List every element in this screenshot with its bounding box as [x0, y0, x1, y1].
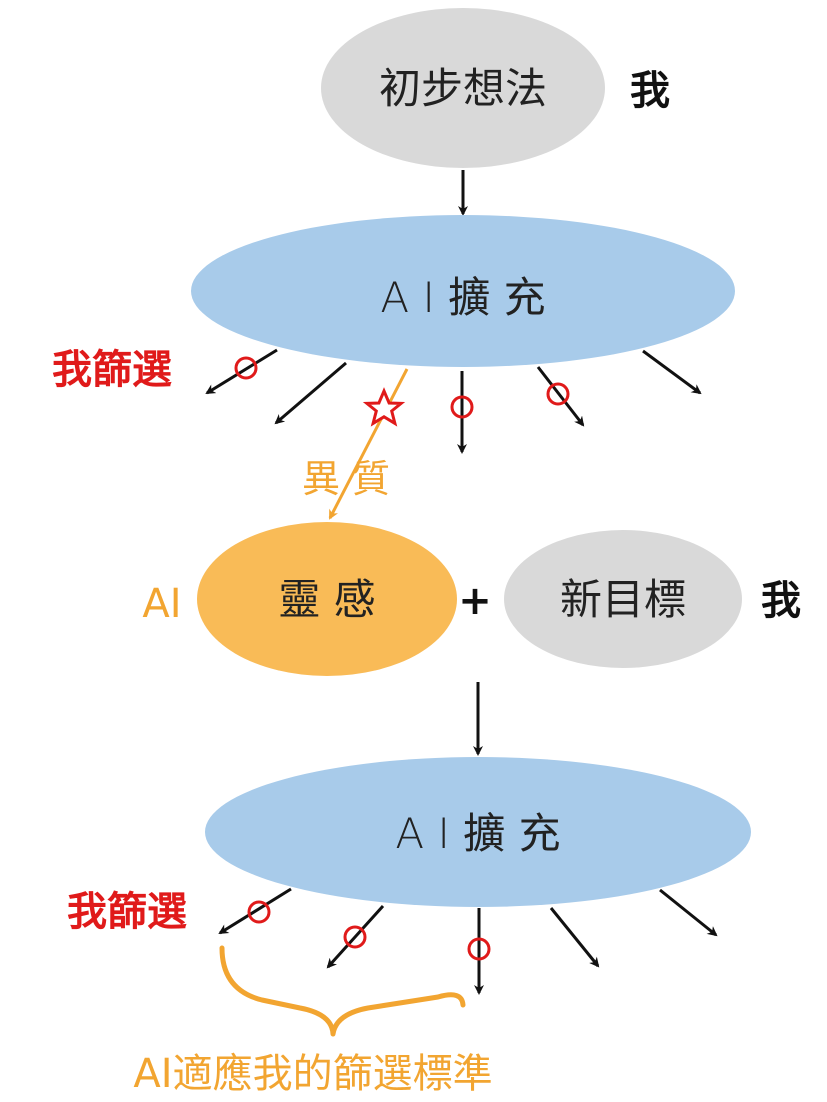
ai-expand-label-1: A I 擴 充: [380, 273, 545, 322]
circle-icon: [234, 356, 258, 380]
inspiration-label: 靈 感: [278, 575, 375, 624]
me-label-middle: 我: [761, 578, 801, 624]
inspiration-node: [197, 522, 457, 676]
circle-icon: [450, 395, 474, 419]
ai-source-label: AI: [142, 581, 181, 627]
circle-icon: [247, 900, 271, 924]
arrow-icon: [642, 349, 702, 395]
circle-icon: [467, 937, 491, 961]
initial-idea-label: 初步想法: [379, 64, 547, 113]
arrow-icon: [218, 887, 292, 935]
new-goal-label: 新目標: [560, 575, 686, 624]
heterogeneous-label: 異 質: [302, 457, 390, 501]
arrow-icon: [549, 907, 600, 968]
arrow-icon: [205, 348, 278, 395]
arrow-icon: [536, 366, 585, 427]
circle-icon: [343, 925, 367, 949]
selected-arrow: [328, 368, 409, 520]
plus-sign: +: [458, 578, 492, 624]
my-filter-label-1: 我篩選: [52, 347, 172, 393]
curly-brace: [219, 945, 466, 1037]
arrow-icon: [659, 888, 718, 937]
me-label-top: 我: [630, 68, 670, 114]
ai-expand-node-1: [191, 215, 735, 367]
ai-expand-node-2: [205, 757, 751, 907]
ai-expand-label-2: A I 擴 充: [395, 809, 560, 858]
initial-idea-node: [321, 8, 605, 168]
arrow-icon: [326, 904, 385, 969]
adapt-caption: AI適應我的篩選標準: [133, 1051, 492, 1097]
my-filter-label-2: 我篩選: [67, 889, 187, 935]
arrow-icon: [274, 361, 347, 425]
star-icon: [362, 387, 406, 427]
circle-icon: [546, 382, 570, 406]
new-goal-node: [504, 530, 742, 668]
